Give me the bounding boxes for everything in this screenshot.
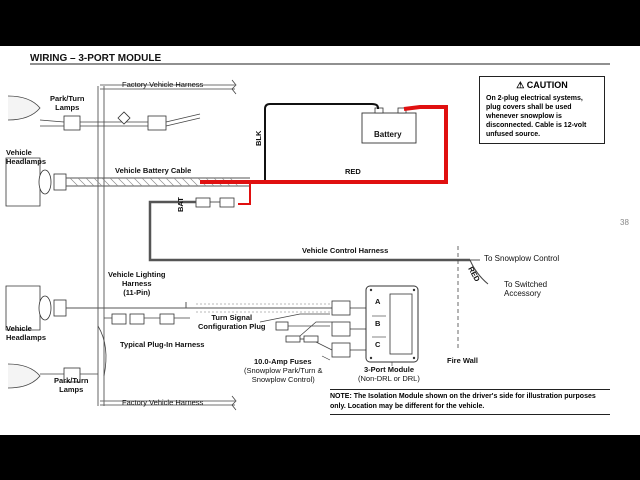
label-port-a: A <box>375 297 381 306</box>
left-trunk-harness <box>97 86 105 406</box>
module-plug-c <box>331 342 351 358</box>
fuse-1 <box>285 335 301 343</box>
factory-harness-top-wire <box>100 84 235 90</box>
label-red-top: RED <box>345 167 361 176</box>
plug-to-module-wires <box>350 307 366 351</box>
caution-body: On 2-plug electrical systems, plug cover… <box>486 95 587 138</box>
battery-box <box>361 112 417 144</box>
lamp-connector-top-right <box>147 115 167 131</box>
label-module-sub: (Non-DRL or DRL) <box>358 374 420 383</box>
module-screw-bl <box>369 356 373 360</box>
module-plug-a <box>331 300 351 316</box>
plugin-connector-1 <box>111 313 127 325</box>
caution-box: ⚠ CAUTION On 2-plug electrical systems, … <box>479 76 605 144</box>
label-typical-plug-in: Typical Plug-In Harness <box>120 340 205 349</box>
bat-connector-left <box>195 197 211 208</box>
red-battery-wire <box>200 105 448 184</box>
module-inner-panel <box>389 293 413 355</box>
label-park-turn-top: Park/Turn Lamps <box>50 94 85 112</box>
module-screw-tr <box>412 288 416 292</box>
plugin-connector-2 <box>129 313 145 325</box>
label-battery-cable: Vehicle Battery Cable <box>115 166 192 175</box>
headlamp-top-lens <box>38 169 52 195</box>
label-fuses-sub: (Snowplow Park/Turn & Snowplow Control) <box>244 366 323 384</box>
lamp-wires-top <box>39 113 201 127</box>
label-headlamps-bottom: Vehicle Headlamps <box>6 324 47 342</box>
label-to-snowplow: To Snowplow Control <box>484 254 560 263</box>
label-fuses-title: 10.0-Amp Fuses <box>254 357 312 366</box>
isolation-module-note: NOTE: The Isolation Module shown on the … <box>330 389 610 415</box>
headlamp-bottom-body <box>5 285 41 331</box>
vehicle-control-harness <box>148 200 470 262</box>
label-headlamps-top: Vehicle Headlamps <box>6 148 47 166</box>
fuse-leader <box>321 355 331 361</box>
label-bat: BAT <box>176 197 185 212</box>
label-fire-wall: Fire Wall <box>447 356 478 365</box>
label-park-turn-bottom: Park/Turn Lamps <box>54 376 89 394</box>
label-port-c: C <box>375 340 381 349</box>
lamp-connector-top-left <box>63 115 81 131</box>
label-lighting-harness: Vehicle Lighting Harness (11-Pin) <box>108 270 166 297</box>
lighting-harness-wire <box>170 302 350 309</box>
label-module-title: 3-Port Module <box>364 365 414 374</box>
headlamp-top-connector <box>53 173 67 191</box>
lamp-connector-bottom-left <box>63 367 81 383</box>
headlamp-bottom-lens <box>38 295 52 321</box>
label-blk: BLK <box>254 130 263 146</box>
label-to-switched: To Switched Accessory <box>504 280 548 298</box>
park-turn-lamp-bottom <box>7 363 41 389</box>
blk-wire <box>264 103 379 182</box>
page-number: 38 <box>620 218 629 227</box>
fuse-to-plug-wires <box>299 321 333 351</box>
turn-signal-lead <box>259 313 330 323</box>
label-factory-harness-bottom: Factory Vehicle Harness <box>122 398 204 407</box>
factory-harness-bottom-wire <box>100 400 235 406</box>
module-plug-b <box>331 321 351 337</box>
break-mark-top <box>231 79 237 95</box>
wiring-diagram <box>5 63 610 411</box>
break-mark-bottom <box>231 395 237 411</box>
caution-heading: ⚠ CAUTION <box>516 80 568 90</box>
park-turn-lamp-top <box>7 95 41 121</box>
fuse-2 <box>303 335 319 343</box>
label-port-b: B <box>375 319 381 328</box>
slide: WIRING – 3-PORT MODULE 38 <box>0 46 640 435</box>
page-title: WIRING – 3-PORT MODULE <box>30 53 162 64</box>
label-factory-harness-top: Factory Vehicle Harness <box>122 80 204 89</box>
module-screw-tl <box>369 288 373 292</box>
switched-accessory-lead <box>469 259 489 285</box>
headlamp-top-body <box>5 157 41 207</box>
red-bat-lead <box>238 182 251 205</box>
lower-branch-wire <box>97 325 107 377</box>
plugin-connector-3 <box>159 313 175 325</box>
label-control-harness: Vehicle Control Harness <box>302 246 389 255</box>
module-screw-br <box>412 356 416 360</box>
label-turn-signal-plug: Turn Signal Configuration Plug <box>198 313 266 331</box>
label-battery: Battery <box>374 130 402 139</box>
turn-signal-plug <box>275 321 289 331</box>
bat-connector-right <box>219 197 235 208</box>
headlamp-bottom-connector <box>53 299 67 317</box>
splice-top <box>117 111 131 125</box>
